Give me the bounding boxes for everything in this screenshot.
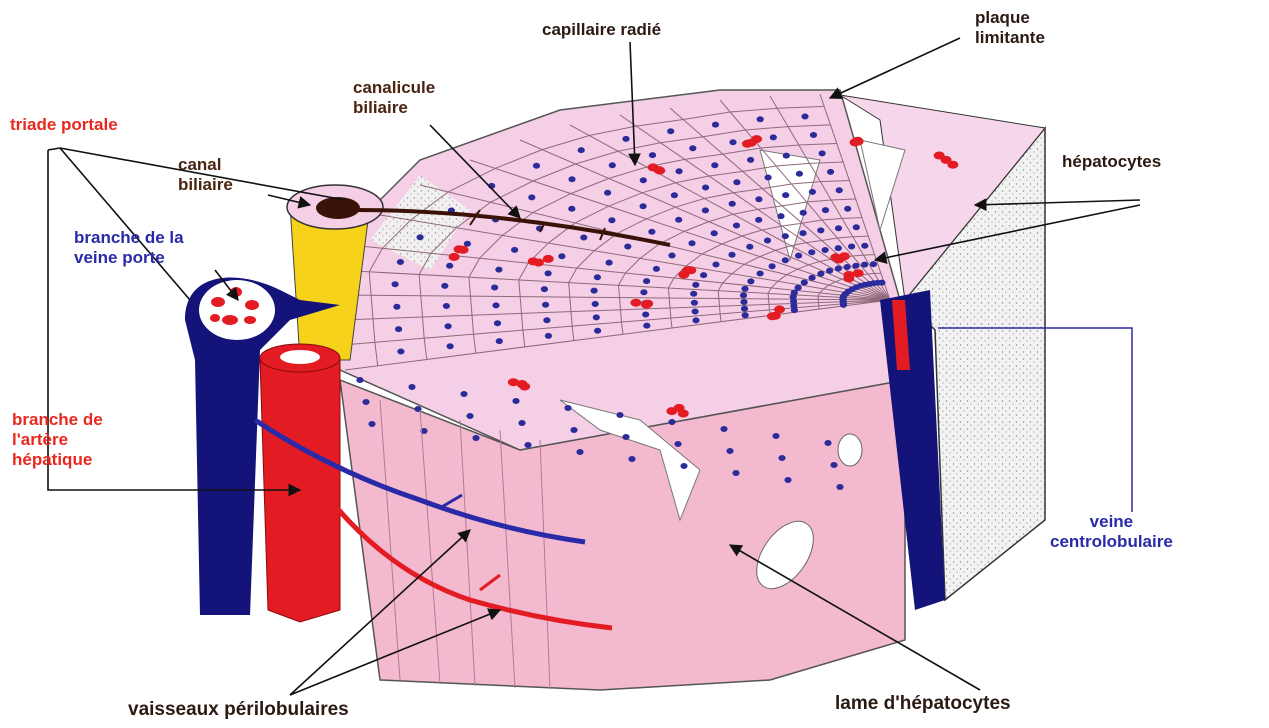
label-vaisseaux-perilobulaires: vaisseaux périlobulaires [128,700,349,720]
label-artere-line2: l'artère [12,430,103,450]
label-veine-line1: branche de la [74,228,184,248]
label-canalicule-biliaire: canalicule biliaire [353,78,435,118]
hepatic-artery-branch [260,360,340,622]
label-triade-portale: triade portale [10,115,118,135]
label-plaque-limitante: plaque limitante [975,8,1045,48]
label-centro-line1: veine [1050,512,1173,532]
label-veine-centrolobulaire: veine centrolobulaire [1050,512,1173,552]
label-canal-line2: biliaire [178,175,233,195]
lame-hole-2 [838,434,862,466]
label-centro-line2: centrolobulaire [1050,532,1173,552]
label-plaque-line2: limitante [975,28,1045,48]
label-hepatocytes: hépatocytes [1062,152,1161,172]
label-capillaire-radie: capillaire radié [542,20,661,40]
label-canal-line1: canal [178,155,233,175]
label-veine-line2: veine porte [74,248,184,268]
bile-duct-lumen [316,197,360,219]
label-canal-biliaire: canal biliaire [178,155,233,195]
label-branche-veine-porte: branche de la veine porte [74,228,184,268]
label-artere-line3: hépatique [12,450,103,470]
label-lame-hepatocytes: lame d'hépatocytes [835,694,1011,714]
label-plaque-line1: plaque [975,8,1045,28]
label-artere-line1: branche de [12,410,103,430]
artery-lumen [280,350,320,364]
label-canalicule-line2: biliaire [353,98,435,118]
label-canalicule-line1: canalicule [353,78,435,98]
label-branche-artere-hepatique: branche de l'artère hépatique [12,410,103,470]
